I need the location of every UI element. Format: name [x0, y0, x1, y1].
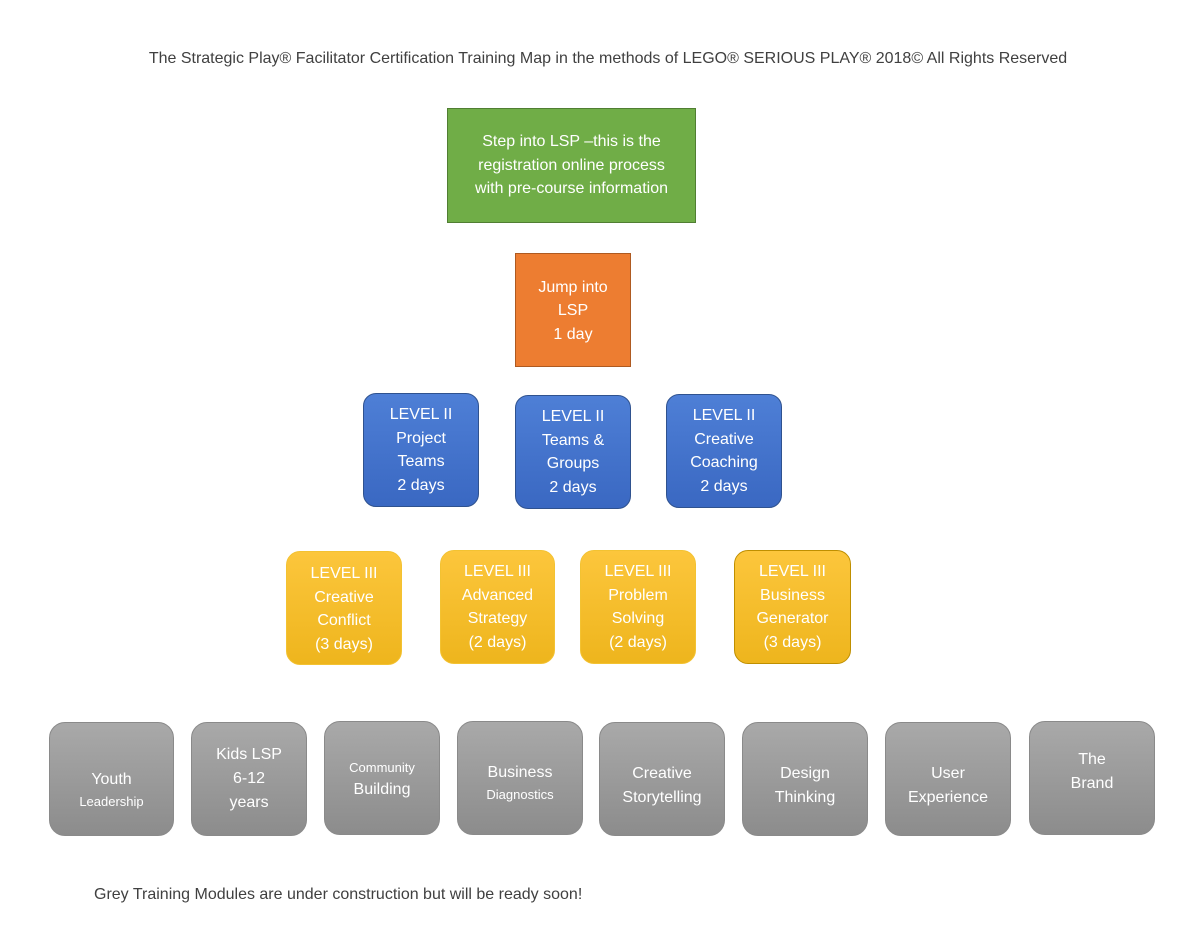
module-user-experience: User Experience — [885, 722, 1011, 836]
jump-line-3: 1 day — [553, 325, 593, 343]
level3-creative-conflict-box: LEVEL III Creative Conflict (3 days) — [286, 551, 402, 665]
step-line-3: with pre-course information — [475, 180, 668, 198]
level2-label: LEVEL II — [541, 408, 605, 425]
level2-creative-coaching-box: LEVEL II Creative Coaching 2 days — [666, 394, 782, 508]
level2-duration: 2 days — [549, 478, 597, 496]
level2-project-teams-box: LEVEL II Project Teams 2 days — [363, 393, 479, 507]
module-design-thinking: Design Thinking — [742, 722, 868, 836]
level3-label: LEVEL III — [759, 563, 826, 580]
level3-name-line-2: Generator — [756, 610, 829, 627]
module-line-1: Business — [487, 764, 553, 781]
module-line-1: User — [931, 765, 965, 782]
level3-name-line-2: Conflict — [317, 612, 371, 629]
level3-duration: (2 days) — [468, 633, 527, 651]
level3-name-line-1: Business — [760, 586, 825, 604]
level2-teams-groups-box: LEVEL II Teams & Groups 2 days — [515, 395, 631, 509]
level3-business-generator-box: LEVEL III Business Generator (3 days) — [734, 550, 851, 664]
level3-label: LEVEL III — [310, 565, 378, 582]
level3-label: LEVEL III — [604, 563, 672, 580]
level3-name-line-1: Problem — [608, 586, 668, 604]
step-line-1: Step into LSP –this is the — [482, 133, 661, 151]
level3-name-line-2: Strategy — [467, 610, 528, 627]
module-youth-leadership: Youth Leadership — [49, 722, 174, 836]
level3-label: LEVEL III — [464, 563, 531, 580]
module-line-2: Brand — [1070, 775, 1114, 792]
module-line-2: 6-12 — [232, 770, 266, 787]
module-line-3: years — [229, 794, 269, 811]
level3-duration: (3 days) — [763, 633, 822, 651]
level3-duration: (3 days) — [315, 635, 373, 653]
module-line-2: Building — [353, 781, 411, 798]
level2-duration: 2 days — [397, 476, 445, 494]
module-line-2: Experience — [907, 789, 989, 806]
jump-line-2: LSP — [557, 302, 589, 320]
level2-name-line-1: Teams & — [541, 431, 605, 449]
module-creative-storytelling: Creative Storytelling — [599, 722, 725, 836]
level2-name-line-2: Groups — [546, 455, 600, 472]
module-community-building: Community Building — [324, 721, 440, 835]
level2-duration: 2 days — [700, 477, 748, 495]
module-business-diagnostics: Business Diagnostics — [457, 721, 583, 835]
module-line-1: Design — [780, 765, 830, 782]
module-line-1: Youth — [91, 771, 132, 788]
level2-name-line-1: Project — [396, 429, 446, 447]
level2-name-line-2: Teams — [397, 453, 445, 470]
module-line-1: Community — [349, 760, 415, 775]
jump-line-1: Jump into — [538, 278, 608, 296]
module-line-1: Creative — [632, 765, 692, 782]
level3-problem-solving-box: LEVEL III Problem Solving (2 days) — [580, 550, 696, 664]
level3-duration: (2 days) — [609, 633, 667, 651]
level3-advanced-strategy-box: LEVEL III Advanced Strategy (2 days) — [440, 550, 555, 664]
module-kids-lsp: Kids LSP 6-12 years — [191, 722, 307, 836]
level3-name-line-1: Creative — [314, 588, 374, 606]
level2-label: LEVEL II — [389, 406, 453, 423]
level3-name-line-1: Advanced — [461, 586, 534, 604]
page-title: The Strategic Play® Facilitator Certific… — [148, 50, 1068, 67]
module-line-2: Thinking — [774, 789, 836, 806]
module-line-1: Kids LSP — [216, 746, 282, 763]
module-line-2: Diagnostics — [486, 787, 554, 802]
level3-name-line-2: Solving — [611, 610, 665, 627]
module-line-2: Storytelling — [622, 789, 702, 806]
level2-name-line-2: Coaching — [690, 454, 758, 471]
step-line-2: registration online process — [478, 156, 665, 174]
module-line-1: The — [1078, 751, 1106, 768]
step-into-lsp-box: Step into LSP –this is the registration … — [447, 108, 696, 223]
level2-label: LEVEL II — [692, 407, 756, 424]
level2-name-line-1: Creative — [694, 430, 754, 448]
module-line-2: Leadership — [79, 794, 144, 809]
footer-note: Grey Training Modules are under construc… — [94, 886, 583, 903]
jump-into-lsp-box: Jump into LSP 1 day — [515, 253, 631, 367]
module-the-brand: The Brand — [1029, 721, 1155, 835]
